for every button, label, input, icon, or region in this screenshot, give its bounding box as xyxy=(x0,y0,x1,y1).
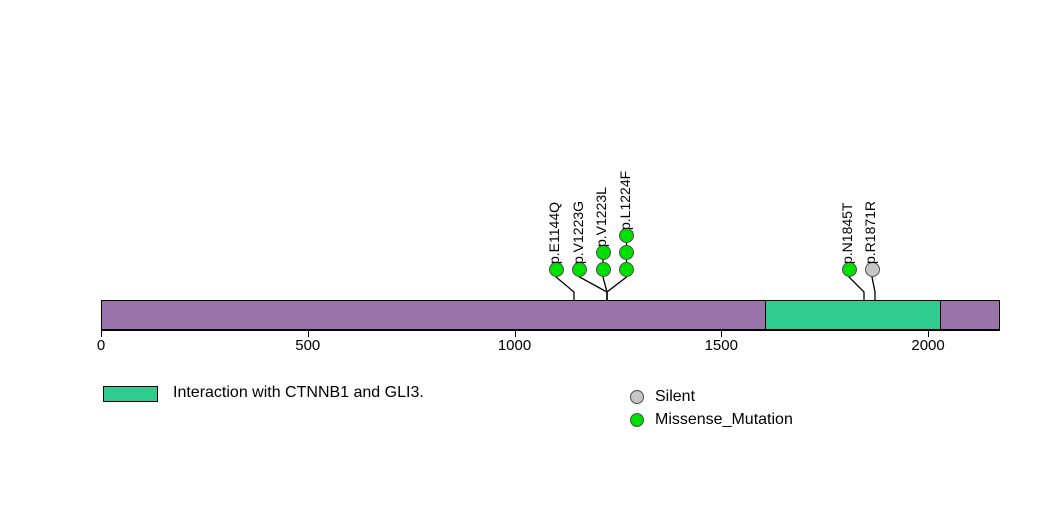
mutation-legend-label-1: Missense_Mutation xyxy=(655,411,793,428)
x-axis-tick-label-0: 0 xyxy=(96,337,106,354)
lollipop-dot-3-1[interactable] xyxy=(619,245,634,260)
domain-legend-swatch-0 xyxy=(103,386,158,402)
x-axis-tick-0 xyxy=(101,330,102,337)
lollipop-dot-1-0[interactable] xyxy=(572,262,587,277)
lollipop-dot-5-0[interactable] xyxy=(864,262,880,277)
x-axis-tick-1 xyxy=(308,330,309,337)
x-axis-line xyxy=(101,330,1000,331)
x-axis-tick-2 xyxy=(515,330,516,337)
protein-domain-0[interactable] xyxy=(765,300,941,330)
x-axis-tick-4 xyxy=(928,330,929,337)
lollipop-dot-2-0[interactable] xyxy=(595,262,611,277)
lollipop-dot-3-0[interactable] xyxy=(619,262,634,277)
x-axis-tick-label-1: 500 xyxy=(295,337,321,354)
mutation-legend-dot-1 xyxy=(630,413,644,427)
lollipop-dot-3-2[interactable] xyxy=(619,228,634,243)
lollipop-label-4: p.N1845T xyxy=(839,202,855,264)
lollipop-dot-4-0[interactable] xyxy=(841,262,857,277)
lollipop-label-3: p.L1224F xyxy=(616,170,633,230)
lollipop-label-1: p.V1223G xyxy=(569,200,586,264)
x-axis-tick-3 xyxy=(721,330,722,337)
lollipop-dot-0-0[interactable] xyxy=(548,262,564,277)
x-axis-tick-label-4: 2000 xyxy=(911,337,945,354)
lollipop-label-0: p.E1144Q xyxy=(546,201,562,264)
x-axis-tick-label-3: 1500 xyxy=(704,337,738,354)
lollipop-label-5: p.R1871R xyxy=(862,200,878,264)
lollipop-label-2: p.V1223L xyxy=(593,187,609,247)
domain-legend-label-0: Interaction with CTNNB1 and GLI3. xyxy=(173,384,424,401)
mutation-legend-dot-0 xyxy=(630,390,644,404)
lollipop-dot-2-1[interactable] xyxy=(595,245,611,260)
mutation-legend-label-0: Silent xyxy=(655,388,696,405)
x-axis-tick-label-2: 1000 xyxy=(497,337,532,354)
